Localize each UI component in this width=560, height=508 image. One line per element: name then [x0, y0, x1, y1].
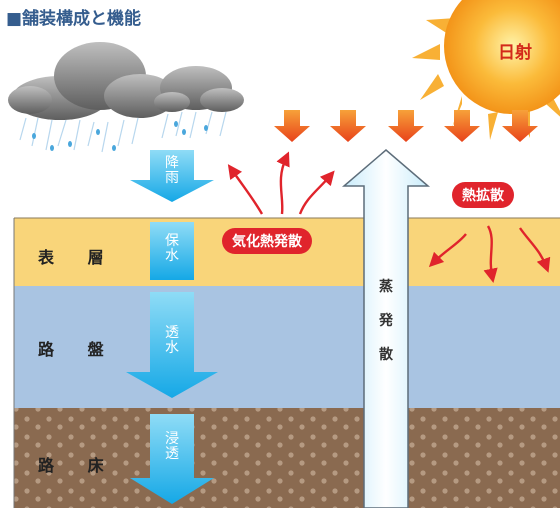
rain-label: 降雨 [165, 155, 179, 186]
permeation-arrow [126, 292, 218, 398]
evaporation-label: 蒸発散 [379, 279, 393, 363]
sun-label: 日射 [498, 43, 532, 63]
sun-graphic [412, 0, 560, 140]
infiltration-arrow [130, 414, 214, 504]
evaporation-arrow [341, 149, 431, 508]
infiltration-label: 浸透 [165, 431, 179, 462]
heat-diffusion-badge: 熱拡散 [452, 182, 514, 208]
retention-bar [150, 222, 194, 280]
latent-heat-badge: 気化熱発散 [222, 228, 312, 254]
rain-cloud-graphic [8, 42, 244, 120]
water-flow-arrows [126, 150, 218, 504]
layer-label-base: 路 盤 [38, 340, 118, 359]
rain-arrow [130, 150, 214, 202]
rain-drops [32, 121, 208, 151]
diffusion-heat-arrows [428, 225, 551, 284]
diagram-title: ■舗装構成と機能 [6, 9, 142, 29]
base-layer [14, 286, 560, 408]
solar-arrows [274, 110, 538, 142]
rain-streaks [19, 111, 227, 153]
layer-label-surface: 表 層 [38, 248, 118, 267]
retention-label: 保水 [165, 233, 179, 264]
permeation-label: 透水 [165, 325, 179, 356]
layer-label-subgrade: 路 床 [38, 456, 118, 475]
vapor-heat-arrows [227, 151, 335, 215]
